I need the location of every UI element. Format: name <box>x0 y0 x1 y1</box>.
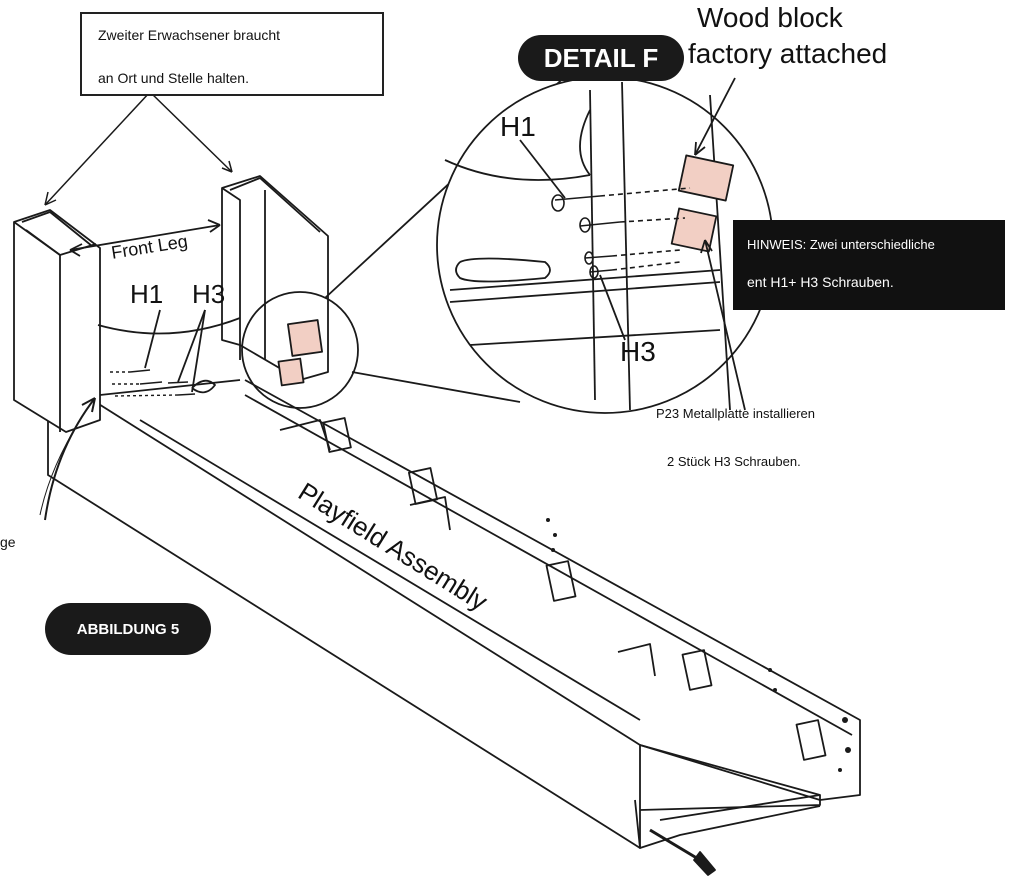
left-edge-fragment: ge <box>0 534 16 550</box>
top-instruction-box: Zweiter Erwachsener braucht an Ort und S… <box>80 12 384 96</box>
top-note-line2: an Ort und Stelle halten. <box>98 70 249 86</box>
left-front-leg <box>13 209 101 433</box>
wood-block-line1: Wood block <box>697 2 843 33</box>
h1-detail-label: H1 <box>500 111 536 142</box>
detail-f-badge: DETAIL F <box>518 35 684 81</box>
figure-badge: ABBILDUNG 5 <box>45 603 211 655</box>
figure-badge-label: ABBILDUNG 5 <box>76 620 180 638</box>
playfield-back-wall <box>244 379 861 801</box>
h3-detail-label: H3 <box>620 336 656 367</box>
wood-block-line2: factory attached <box>688 38 888 69</box>
h3-main-label: H3 <box>192 279 226 309</box>
top-note-line1: Zweiter Erwachsener braucht <box>98 27 281 43</box>
hinweis-line1: HINWEIS: Zwei unterschiedliche <box>747 237 935 252</box>
p23-line2: 2 Stück H3 Schrauben. <box>667 454 801 469</box>
h1-main-label: H1 <box>130 279 164 309</box>
p23-line1: P23 Metallplatte installieren <box>656 406 815 421</box>
detail-f-circle <box>436 76 774 414</box>
hinweis-box: HINWEIS: Zwei unterschiedliche ent H1+ H… <box>733 220 1005 310</box>
hinweis-line2: ent H1+ H3 Schrauben. <box>747 274 894 290</box>
detail-f-label: DETAIL F <box>543 42 659 73</box>
